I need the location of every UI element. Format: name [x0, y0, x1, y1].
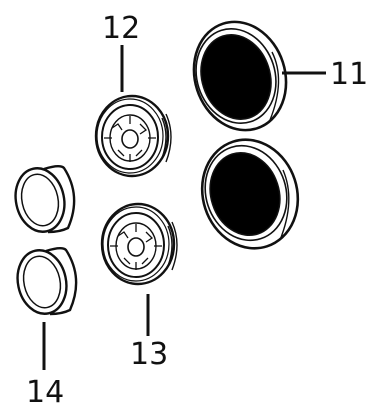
ring-lower — [16, 247, 78, 316]
filter-disc-upper — [192, 20, 288, 132]
callout-14: 14 — [26, 375, 64, 410]
callout-13: 13 — [130, 337, 168, 372]
ring-upper — [14, 165, 76, 234]
callout-12: 12 — [102, 11, 140, 46]
callout-11: 11 — [330, 57, 368, 92]
filter-disc-lower — [200, 138, 300, 250]
threaded-cap-upper — [94, 94, 172, 178]
threaded-cap-lower — [100, 202, 178, 286]
